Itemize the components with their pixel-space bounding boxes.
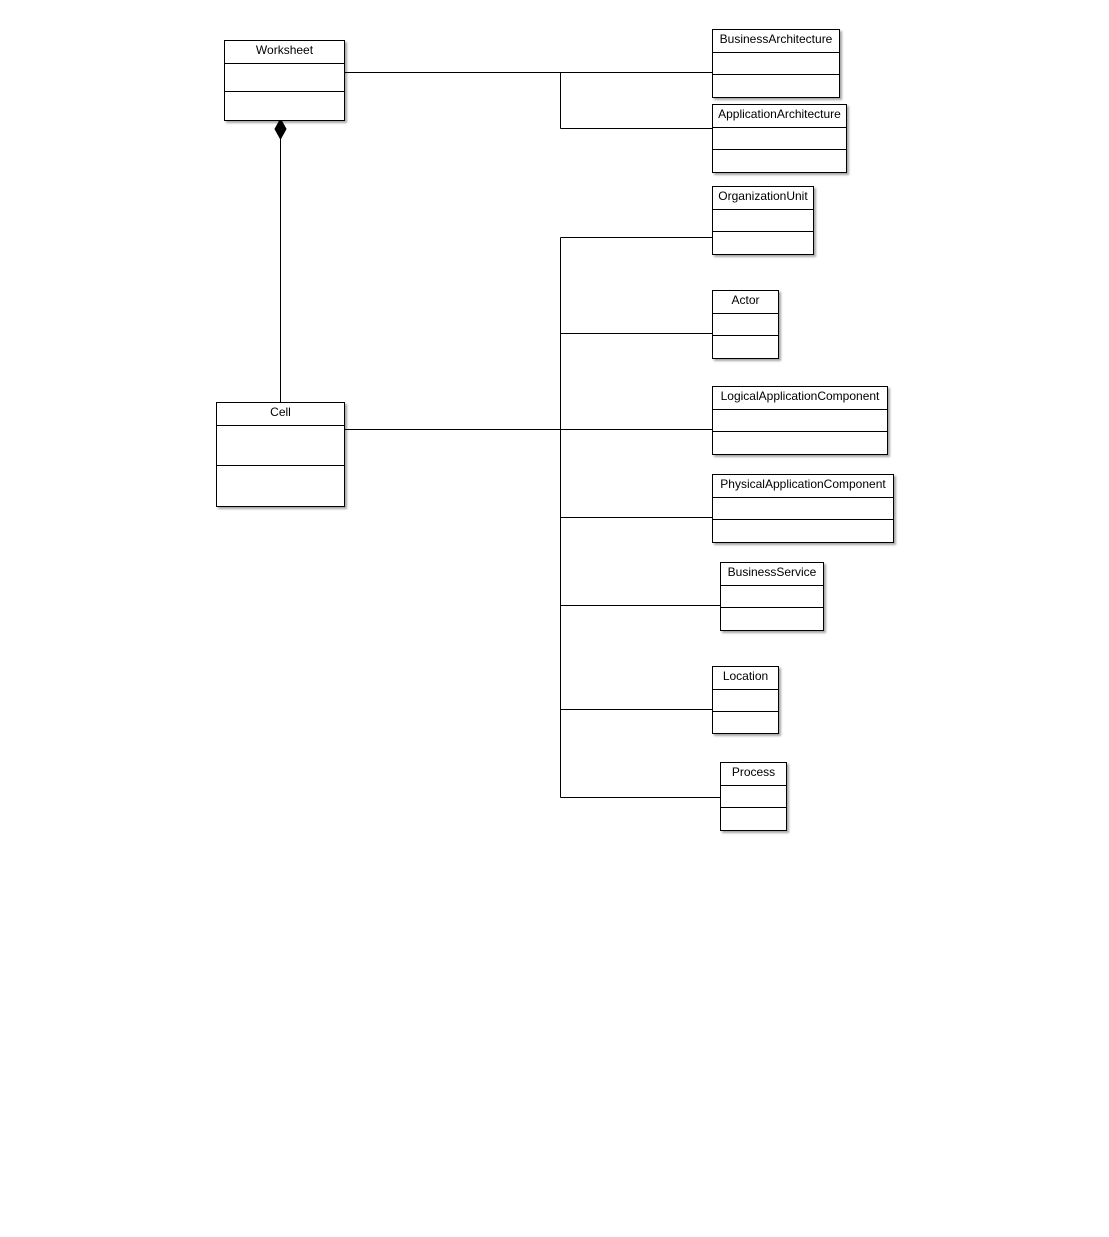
class-name: Location	[713, 667, 778, 690]
class-operations	[217, 466, 344, 506]
class-application-architecture[interactable]: ApplicationArchitecture	[712, 104, 847, 173]
composition-diamond-icon	[274, 117, 287, 141]
class-name: LogicalApplicationComponent	[713, 387, 887, 410]
class-name: Process	[721, 763, 786, 786]
class-business-service[interactable]: BusinessService	[720, 562, 824, 631]
class-name: OrganizationUnit	[713, 187, 813, 210]
class-worksheet[interactable]: Worksheet	[224, 40, 345, 121]
class-attributes	[713, 498, 893, 520]
class-operations	[713, 520, 893, 542]
class-cell[interactable]: Cell	[216, 402, 345, 507]
class-name: Worksheet	[225, 41, 344, 64]
class-operations	[713, 232, 813, 254]
class-location[interactable]: Location	[712, 666, 779, 734]
class-business-architecture[interactable]: BusinessArchitecture	[712, 29, 840, 98]
class-attributes	[217, 426, 344, 466]
class-operations	[713, 150, 846, 172]
class-operations	[713, 712, 778, 733]
class-operations	[713, 336, 778, 358]
class-operations	[713, 75, 839, 97]
class-name: Actor	[713, 291, 778, 314]
class-name: BusinessService	[721, 563, 823, 586]
class-name: BusinessArchitecture	[713, 30, 839, 53]
class-attributes	[713, 690, 778, 712]
class-operations	[721, 608, 823, 630]
class-operations	[225, 92, 344, 120]
class-operations	[721, 808, 786, 830]
class-physical-application-component[interactable]: PhysicalApplicationComponent	[712, 474, 894, 543]
class-logical-application-component[interactable]: LogicalApplicationComponent	[712, 386, 888, 455]
class-attributes	[225, 64, 344, 92]
class-actor[interactable]: Actor	[712, 290, 779, 359]
class-attributes	[713, 128, 846, 150]
class-attributes	[721, 786, 786, 808]
class-attributes	[713, 53, 839, 75]
class-attributes	[713, 410, 887, 432]
class-name: ApplicationArchitecture	[713, 105, 846, 128]
class-name: Cell	[217, 403, 344, 426]
class-attributes	[721, 586, 823, 608]
class-attributes	[713, 210, 813, 232]
class-process[interactable]: Process	[720, 762, 787, 831]
class-operations	[713, 432, 887, 454]
class-organization-unit[interactable]: OrganizationUnit	[712, 186, 814, 255]
class-attributes	[713, 314, 778, 336]
class-name: PhysicalApplicationComponent	[713, 475, 893, 498]
